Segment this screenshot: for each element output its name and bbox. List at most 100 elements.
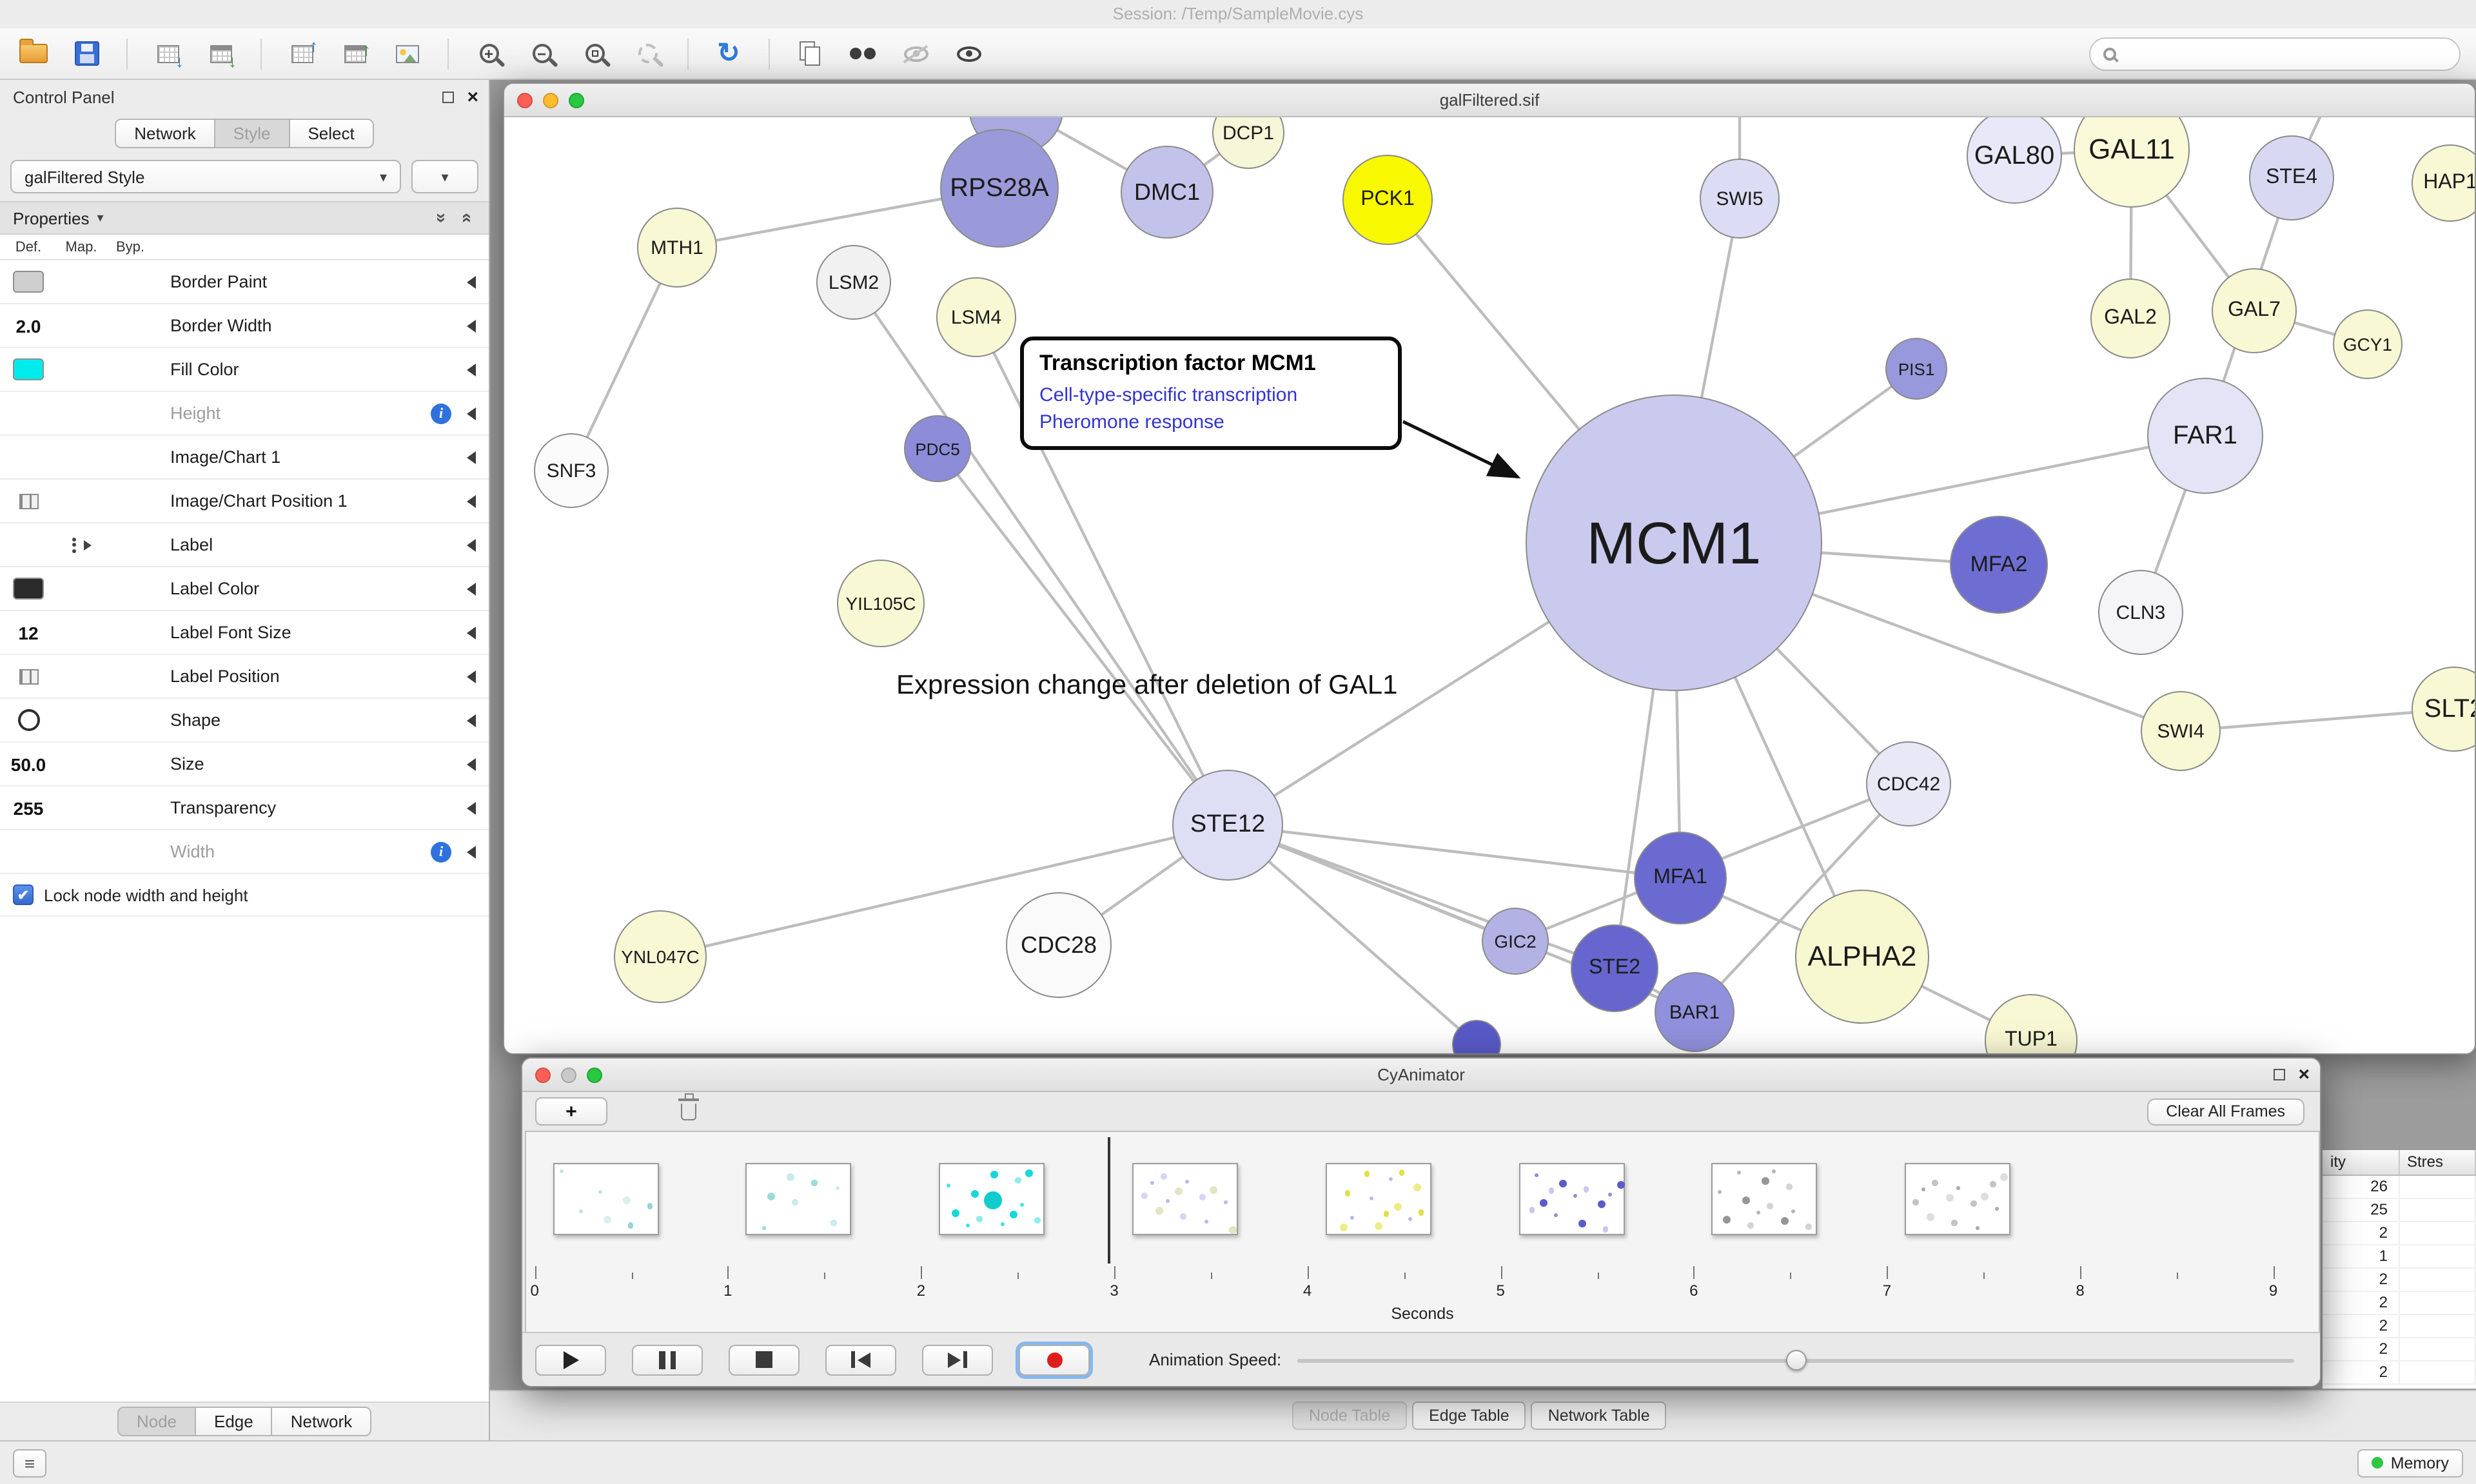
zoom-fit-icon[interactable] (576, 35, 613, 72)
lock-size-checkbox[interactable]: ✔ (13, 884, 34, 905)
node-node_x[interactable] (1452, 1020, 1501, 1053)
node-dcp1[interactable]: DCP1 (1212, 117, 1284, 169)
node-pck1[interactable]: PCK1 (1342, 155, 1433, 245)
expand-arrow-icon[interactable] (467, 714, 476, 727)
expand-all-icon[interactable]: « (458, 213, 479, 223)
tab-select[interactable]: Select (288, 118, 374, 148)
node-ste4[interactable]: STE4 (2249, 135, 2334, 220)
table-row[interactable]: 2 (2323, 1315, 2476, 1338)
collapse-all-icon[interactable]: » (432, 213, 453, 223)
expand-arrow-icon[interactable] (467, 670, 476, 683)
annotation-arrow[interactable] (1402, 420, 1521, 479)
expand-arrow-icon[interactable] (467, 363, 476, 376)
node-swi4[interactable]: SWI4 (2141, 691, 2221, 771)
node-pis1[interactable]: PIS1 (1885, 338, 1947, 400)
frame-thumbnail-7[interactable] (1905, 1163, 2011, 1235)
network-edge[interactable] (570, 247, 678, 471)
play-button[interactable] (535, 1344, 606, 1375)
canvas-text-annotation[interactable]: Expression change after deletion of GAL1 (896, 670, 1398, 700)
show-all-icon[interactable] (950, 35, 987, 72)
frame-thumbnail-2[interactable] (939, 1163, 1045, 1235)
frame-thumbnail-3[interactable] (1132, 1163, 1238, 1235)
network-edge[interactable] (1227, 823, 1615, 970)
property-row-border-paint[interactable]: Border Paint (0, 260, 489, 304)
export-network-icon[interactable]: ↑ (284, 35, 320, 72)
close-button[interactable] (535, 1067, 551, 1082)
expand-arrow-icon[interactable] (467, 757, 476, 770)
save-session-icon[interactable] (68, 35, 104, 72)
tab-network[interactable]: Network (271, 1407, 372, 1436)
annotation-link[interactable]: Pheromone response (1039, 411, 1224, 433)
property-row-image-chart-position-1[interactable]: Image/Chart Position 1 (0, 480, 489, 523)
network-edge[interactable] (975, 317, 1229, 826)
import-network-icon[interactable]: ↓ (150, 35, 186, 72)
table-header-row[interactable]: ity Stres (2323, 1150, 2476, 1176)
node-ste2[interactable]: STE2 (1571, 924, 1658, 1012)
tab-network-table[interactable]: Network Table (1531, 1401, 1667, 1430)
expand-arrow-icon[interactable] (467, 494, 476, 507)
table-row[interactable]: 25 (2323, 1199, 2476, 1222)
node-pdc5[interactable]: PDC5 (904, 415, 971, 482)
frame-thumbnail-6[interactable] (1711, 1163, 1818, 1235)
table-column-header[interactable]: Stres (2399, 1150, 2476, 1175)
node-hap1[interactable]: HAP1 (2412, 144, 2475, 222)
copy-icon[interactable] (792, 35, 828, 72)
zoom-button[interactable] (569, 92, 584, 108)
property-row-fill-color[interactable]: Fill Color (0, 348, 489, 392)
tab-network[interactable]: Network (115, 118, 215, 148)
expand-arrow-icon[interactable] (467, 582, 476, 595)
node-yil105c[interactable]: YIL105C (837, 560, 925, 647)
table-row[interactable]: 2 (2323, 1292, 2476, 1315)
expand-arrow-icon[interactable] (467, 451, 476, 464)
search-box[interactable] (2089, 37, 2461, 70)
frame-thumbnail-0[interactable] (553, 1163, 659, 1235)
tab-node[interactable]: Node (117, 1407, 196, 1436)
expand-arrow-icon[interactable] (467, 801, 476, 814)
table-row[interactable]: 2 (2323, 1362, 2476, 1385)
node-mth1[interactable]: MTH1 (637, 208, 717, 288)
expand-arrow-icon[interactable] (467, 319, 476, 332)
export-table-icon[interactable]: ↑ (337, 35, 373, 72)
network-edge[interactable] (2180, 707, 2455, 733)
node-lsm2[interactable]: LSM2 (816, 245, 891, 320)
stop-button[interactable] (729, 1344, 800, 1375)
node-rps28a[interactable]: RPS28A (940, 129, 1059, 248)
table-column-header[interactable]: ity (2323, 1150, 2399, 1175)
node-cdc42[interactable]: CDC42 (1866, 741, 1951, 826)
node-ste12[interactable]: STE12 (1172, 770, 1283, 881)
tab-edge[interactable]: Edge (195, 1407, 273, 1436)
property-row-label-color[interactable]: Label Color (0, 567, 489, 611)
record-button[interactable] (1019, 1344, 1090, 1375)
skip-end-button[interactable] (922, 1344, 993, 1375)
property-row-image-chart-1[interactable]: Image/Chart 1 (0, 436, 489, 480)
frame-thumbnail-1[interactable] (745, 1163, 852, 1235)
node-gal7[interactable]: GAL7 (2212, 268, 2297, 353)
table-row[interactable]: 1 (2323, 1245, 2476, 1269)
tab-style[interactable]: Style (213, 118, 290, 148)
annotation-box[interactable]: Transcription factor MCM1 Cell-type-spec… (1020, 337, 1402, 450)
refresh-view-icon[interactable]: ↻ (717, 39, 740, 68)
timeline-playhead[interactable] (1108, 1137, 1110, 1264)
annotation-link[interactable]: Cell-type-specific transcription (1039, 384, 1298, 406)
minimize-button[interactable] (561, 1067, 576, 1082)
float-window-icon[interactable] (2274, 1069, 2286, 1080)
property-row-label-position[interactable]: Label Position (0, 655, 489, 699)
frame-thumbnail-4[interactable] (1325, 1163, 1431, 1235)
node-cln3[interactable]: CLN3 (2098, 570, 2183, 655)
expand-arrow-icon[interactable] (467, 845, 476, 858)
node-gic2[interactable]: GIC2 (1482, 908, 1549, 975)
node-mcm1[interactable]: MCM1 (1526, 395, 1822, 691)
zoom-button[interactable] (587, 1067, 602, 1082)
network-edge[interactable] (852, 281, 1229, 826)
network-edge[interactable] (1227, 823, 1681, 880)
node-cdc28[interactable]: CDC28 (1006, 892, 1112, 998)
skip-start-button[interactable] (825, 1344, 896, 1375)
node-mfa1[interactable]: MFA1 (1634, 832, 1727, 924)
animation-speed-slider[interactable] (1297, 1344, 2294, 1375)
